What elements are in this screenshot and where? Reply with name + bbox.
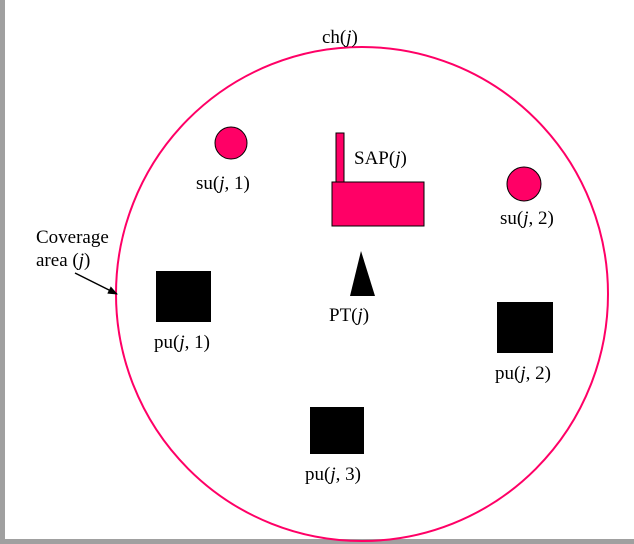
pu2-label: pu(j, 2) <box>495 363 551 384</box>
pt-label: PT(j) <box>329 305 369 326</box>
pu1-label: pu(j, 1) <box>154 332 210 353</box>
su1-label: su(j, 1) <box>196 173 250 194</box>
channel-label: ch(j) <box>322 27 358 48</box>
sap-label: SAP(j) <box>354 148 407 169</box>
pu3-label: pu(j, 3) <box>305 464 361 485</box>
secondary-user-1-icon <box>214 126 248 160</box>
primary-transmitter-icon <box>350 251 375 296</box>
su2-label: su(j, 2) <box>500 208 554 229</box>
sap-factory-icon <box>331 132 425 227</box>
primary-user-2-icon <box>497 302 553 353</box>
coverage-arrow-icon <box>74 272 118 295</box>
coverage-label-line2: area (j) <box>36 250 90 271</box>
secondary-user-2-icon <box>506 166 542 202</box>
coverage-label-line1: Coverage <box>36 227 109 248</box>
primary-user-3-icon <box>310 407 364 454</box>
primary-user-1-icon <box>156 271 211 322</box>
